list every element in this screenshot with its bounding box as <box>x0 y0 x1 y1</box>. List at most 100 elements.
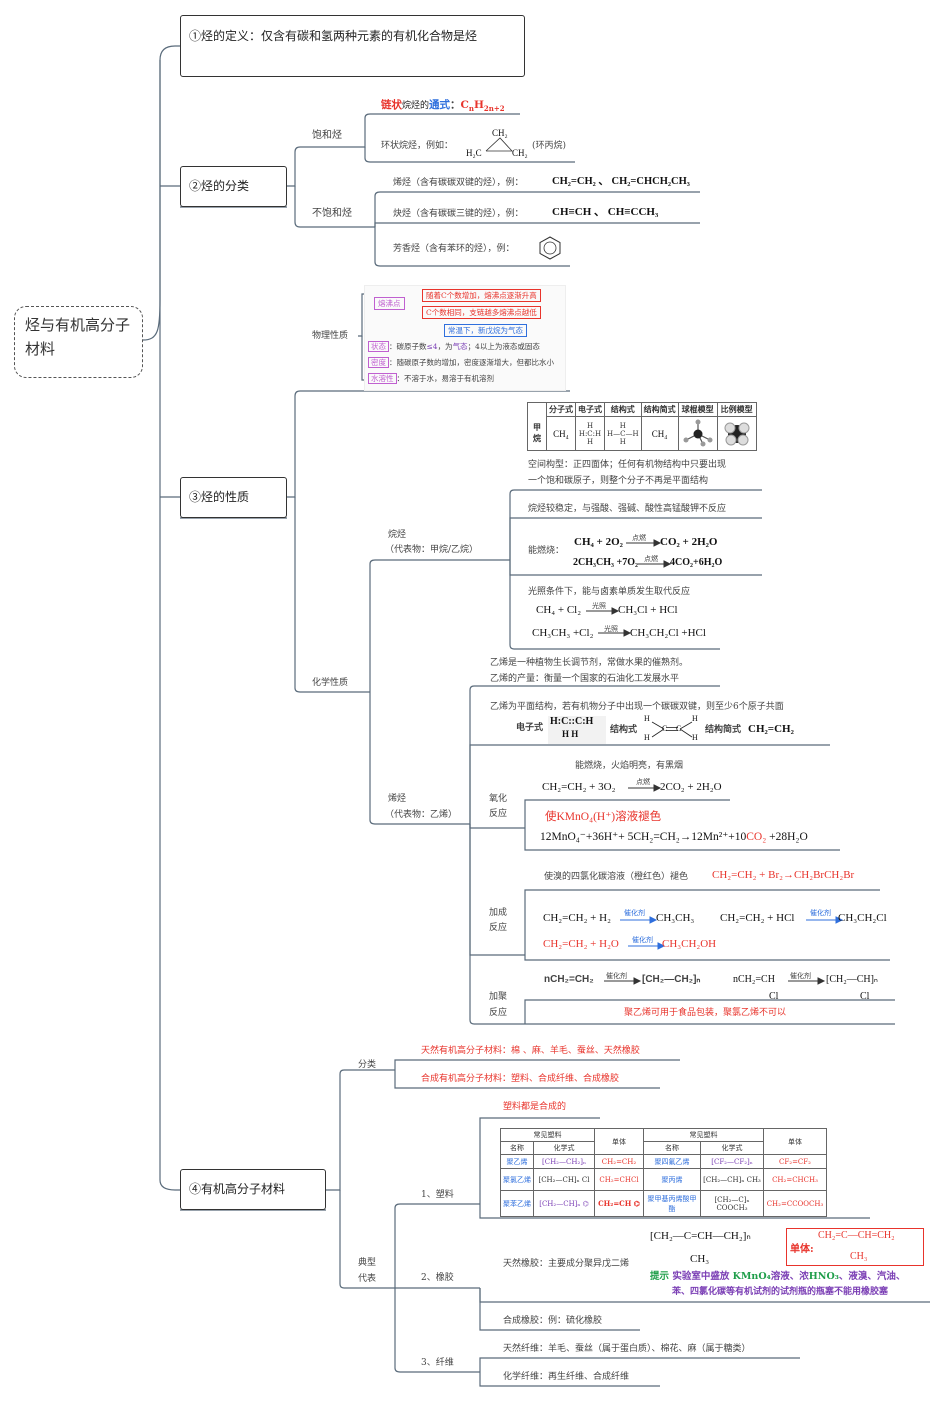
oxidation-label: 氧化 <box>489 794 508 804</box>
poly-cat-1: 催化剂 <box>606 972 627 980</box>
classify-node: ②烃的分类 <box>180 166 287 207</box>
add-eq3-left: CH₂=CH₂ + H₂O <box>543 938 619 950</box>
addition-label-2: 反应 <box>489 923 508 933</box>
poly-eq2-right-cl: Cl <box>860 991 870 1002</box>
sub-eq2-left: CH₃CH₃ +Cl₂ <box>532 627 594 639</box>
burn-cond-1: 点燃 <box>632 534 646 542</box>
cyclopropane-structure: CH₂ H₂C CH₂ <box>466 128 528 158</box>
polymer-class-label: 分类 <box>358 1060 377 1070</box>
burn-eq1-right: CO₂ + 2H₂O <box>660 536 718 548</box>
add-eq1-left: CH₂=CH₂ + H₂ <box>543 912 611 924</box>
bromine-equation: CH₂=CH₂ + Br₂→CH₂BrCH₂Br <box>712 869 855 881</box>
definition-node: ①烃的定义：仅含有碳和氢两种元素的有机化合物是烃 <box>180 15 525 77</box>
ethylene-fact-1: 乙烯是一种植物生长调节剂，常做水果的催熟剂。 <box>490 658 689 668</box>
rubber-tip-line2: 苯、四氯化碳等有机试剂的试剂瓶的瓶塞不能用橡胶塞 <box>672 1287 889 1297</box>
kmno4-text: 使KMnO₄(H⁺)溶液褪色 <box>545 811 662 823</box>
typical-label-2: 代表 <box>358 1274 377 1284</box>
kmno4-equation: 12MnO₄⁻+36H⁺+ 5CH₂=CH₂→12Mn²⁺+10CO₂ +28H… <box>540 831 808 843</box>
burn-eq1-left: CH₄ + 2O₂ <box>574 536 623 548</box>
poly-eq1-right: [CH₂—CH₂]ₙ <box>642 974 701 985</box>
alkene-text: 烯烃（含有碳碳双键的烃），例： <box>393 178 524 188</box>
burn-eq2-left: 2CH₃CH₃ +7O₂ <box>573 557 638 568</box>
ox-cond: 点燃 <box>636 778 650 786</box>
typical-label: 典型 <box>358 1258 377 1268</box>
unsaturated-label: 不饱和烃 <box>312 208 352 219</box>
natural-polymer: 天然有机高分子材料：棉 、麻、羊毛、蚕丝、天然橡胶 <box>421 1046 640 1056</box>
rubber-formula-ch3: CH₃ <box>690 1253 710 1265</box>
add-cat-3: 催化剂 <box>632 936 653 944</box>
fiber-label: 3、纤维 <box>421 1358 454 1368</box>
sub-cond-1: 光照 <box>592 602 606 610</box>
plastics-table: 常见塑料 单体 常见塑料 单体 名称 化学式 名称 化学式 聚乙烯 [CH₂—C… <box>500 1128 827 1217</box>
ethylene-fact-2: 乙烯的产量：衡量一个国家的石油化工发展水平 <box>490 674 680 684</box>
ethylene-structure: H H C C H H <box>644 714 698 742</box>
bromine-text: 使溴的四氯化碳溶液（橙红色）褪色 <box>544 872 689 882</box>
poly-eq2-right: [CH₂—CH]ₙ <box>826 974 878 985</box>
add-cat-1: 催化剂 <box>624 909 645 917</box>
synthetic-rubber: 合成橡胶：例：硫化橡胶 <box>503 1316 603 1326</box>
addition-label: 加成 <box>489 908 508 918</box>
bp-rule-3: 常温下，新戊烷为气态 <box>444 324 527 337</box>
plastic-label: 1、塑料 <box>421 1190 454 1200</box>
table-row: 聚乙烯 [CH₂—CH₂]ₙ CH₂=CH₂ 聚四氟乙烯 [CF₂—CF₂]ₙ … <box>500 1154 827 1169</box>
rubber-formula: [CH₂—C=CH—CH₂]ₙ <box>650 1230 751 1242</box>
aromatic-text: 芳香烃（含有苯环的烃），例： <box>393 244 515 254</box>
space-filling-model <box>716 416 757 451</box>
poly-eq1-left: nCH₂=CH₂ <box>544 974 594 985</box>
alkane-rep: （代表物：甲烷/乙烷） <box>385 545 479 555</box>
space-config-1: 空间构型：正四面体；任何有机物结构中只要出现 <box>528 460 727 470</box>
cyclo-alkane-text: 环状烷烃，例如： <box>381 141 454 151</box>
alkyne-text: 炔烃（含有碳碳三键的烃），例： <box>393 209 524 219</box>
polymer-label: ④有机高分子材料 <box>189 1182 286 1196</box>
ox-eq-left: CH₂=CH₂ + 3O₂ <box>542 781 616 793</box>
sub-eq2-right: CH₃CH₂Cl +HCl <box>630 627 706 639</box>
properties-label: ③烃的性质 <box>189 490 250 504</box>
sub-eq1-left: CH₄ + Cl₂ <box>536 604 582 616</box>
definition-text: ①烃的定义：仅含有碳和氢两种元素的有机化合物是烃 <box>189 29 478 43</box>
root-topic: 烃与有机高分子材料 <box>14 306 143 378</box>
plastic-note: 塑料都是合成的 <box>503 1102 567 1112</box>
table-row: 聚氯乙烯 [CH₂—CH]ₙ Cl CH₂=CHCl 聚丙烯 [CH₂—CH]ₙ… <box>500 1168 827 1191</box>
alkyne-example: CH≡CH 、 CH≡CCH₃ <box>552 206 659 218</box>
poly-note: 聚乙烯可用于食品包装，聚氯乙烯不可以 <box>624 1008 787 1018</box>
poly-cat-2: 催化剂 <box>790 972 811 980</box>
rubber-tip-line1: 提示 实验室中盛放 KMnO₄溶液、浓HNO₃、液溴、汽油、 <box>650 1271 906 1282</box>
poly-label-2: 反应 <box>489 1008 508 1018</box>
oxidation-label-2: 反应 <box>489 809 508 819</box>
natural-fiber: 天然纤维：羊毛、蚕丝（属于蛋白质）、棉花、麻（属于糖类） <box>503 1344 751 1354</box>
bp-label: 熔沸点 <box>374 297 405 310</box>
poly-label: 加聚 <box>489 992 508 1002</box>
natural-rubber: 天然橡胶：主要成分聚异戊二烯 <box>503 1259 630 1269</box>
struct-label: 结构式 <box>610 725 638 735</box>
sub-cond-2: 光照 <box>604 625 618 633</box>
bp-rule-1: 随着C个数增加，熔沸点逐渐升高 <box>422 289 541 302</box>
density-row: 密度：随碳原子数的增加，密度逐渐增大，但都比水小 <box>368 357 554 368</box>
space-config-2: 一个饱和碳原子，则整个分子不再是平面结构 <box>528 476 709 486</box>
elec-label: 电子式 <box>516 723 544 733</box>
monomer-formula: CH₂=C—CH=CH₂ <box>818 1230 895 1241</box>
sub-eq1-right: CH₃Cl + HCl <box>618 604 678 616</box>
bp-rule-2: C个数相同，支链越多熔沸点越低 <box>422 306 541 319</box>
ethylene-plane: 乙烯为平面结构，若有机物分子中出现一个碳碳双键，则至少6个原子共面 <box>490 702 784 712</box>
add-eq2-right: CH₃CH₂Cl <box>838 912 887 924</box>
ball-stick-model <box>677 416 718 451</box>
monomer-ch3: CH₃ <box>850 1251 868 1262</box>
ethylene-simple-formula: CH₂=CH₂ <box>748 723 794 735</box>
state-row: 状态：碳原子数≤4，为气态；4以上为液态或固态 <box>368 341 540 352</box>
poly-eq2-left: nCH₂=CH <box>733 974 775 985</box>
flame-text: 能燃烧，火焰明亮，有黑烟 <box>575 761 684 771</box>
chemical-fiber: 化学纤维：再生纤维、合成纤维 <box>503 1372 630 1382</box>
alkene-example: CH₂=CH₂ 、 CH₂=CHCH₂CH₃ <box>552 176 690 187</box>
alkene-rep: （代表物：乙烯） <box>385 810 458 820</box>
synthetic-polymer: 合成有机高分子材料：塑料、合成纤维、合成橡胶 <box>421 1074 620 1084</box>
table-row: 聚苯乙烯 [CH₂—CH]ₙ ⌬ CH₂=CH ⌬ 聚甲基丙烯酸甲酯 [CH₂—… <box>500 1190 827 1217</box>
burn-eq2-right: 4CO₂+6H₂O <box>670 557 723 568</box>
add-eq1-right: CH₃CH₃ <box>656 912 695 924</box>
polymer-node: ④有机高分子材料 <box>180 1169 326 1210</box>
rubber-monomer-box <box>786 1228 924 1266</box>
poly-eq2-cl: Cl <box>769 991 779 1002</box>
properties-node: ③烃的性质 <box>180 477 287 518</box>
saturated-label: 饱和烃 <box>312 130 342 141</box>
alkene-label: 烯烃 <box>388 794 407 804</box>
